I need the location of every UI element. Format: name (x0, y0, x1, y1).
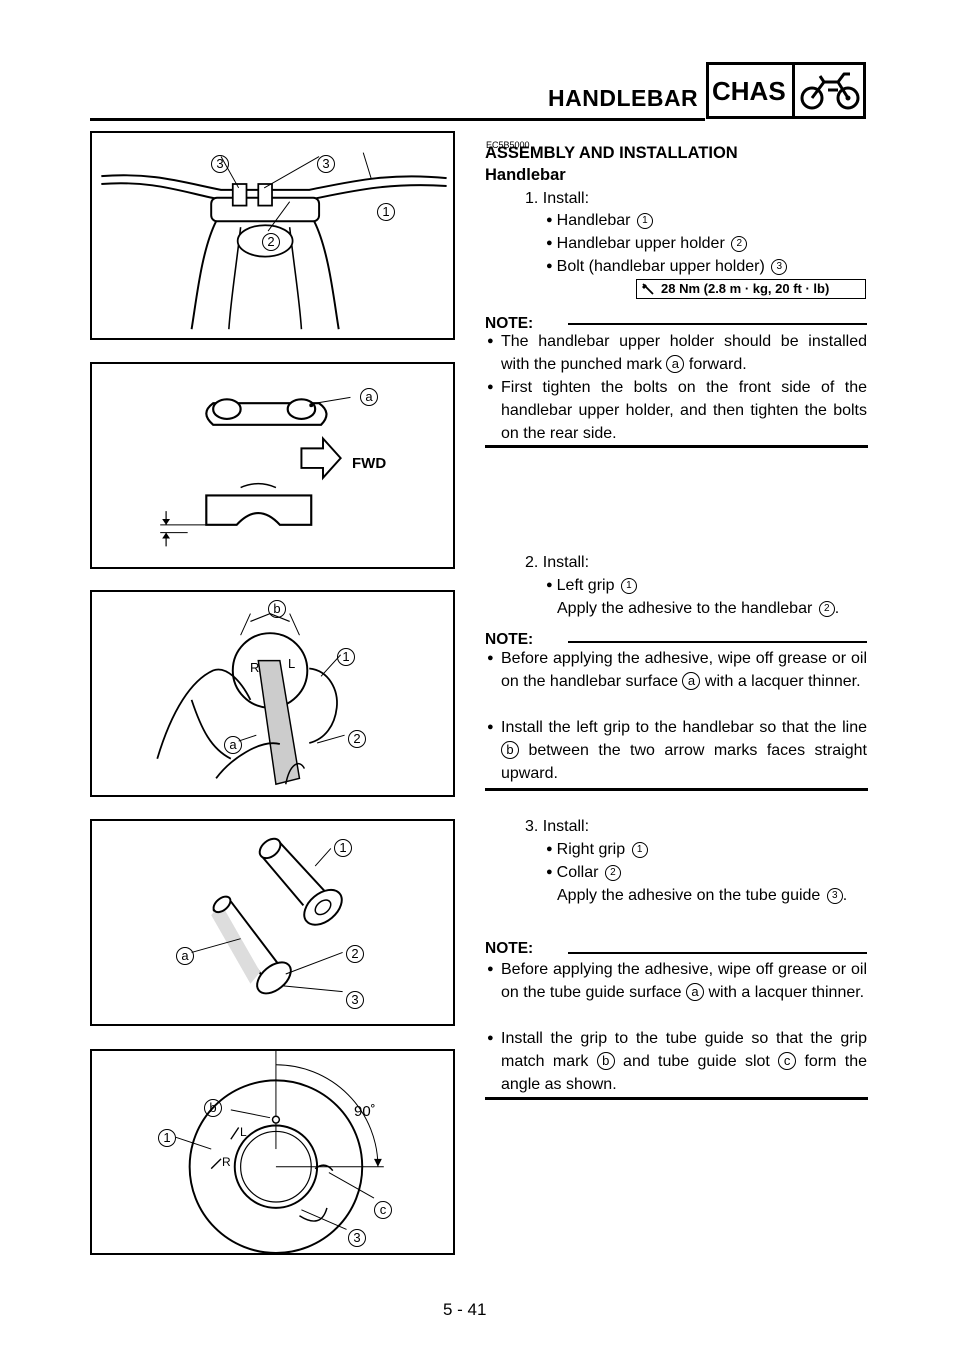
note-label: NOTE: (485, 631, 534, 648)
callout-a: a (360, 388, 378, 406)
callout-3: 3 (346, 991, 364, 1009)
chapter-badge (706, 62, 866, 119)
step-1-item: Handlebar 1 (546, 210, 653, 233)
callout-3-left: 3 (211, 155, 229, 173)
chapter-badge-divider (792, 62, 795, 119)
note-label: NOTE: (485, 940, 534, 957)
callout-1: 1 (158, 1129, 176, 1147)
callout-a: a (224, 736, 242, 754)
callout-2: 2 (346, 945, 364, 963)
step-1-item: Bolt (handlebar upper holder) 3 (546, 256, 788, 279)
callout-3-right: 3 (317, 155, 335, 173)
right-grip-illustration (191, 837, 343, 995)
upper-holder-illustration (160, 396, 351, 547)
step-1-item: Handlebar upper holder 2 (546, 233, 748, 256)
figure-handlebar-assembly: 3 3 1 2 (90, 131, 455, 340)
torque-spec: 28 Nm (2.8 m · kg, 20 ft · lb) (636, 279, 866, 299)
header-rule (90, 118, 705, 121)
figure-grip-angle: b 1 90˚ L R c 3 (90, 1049, 455, 1255)
note-end-rule (485, 445, 868, 448)
note-rule (568, 323, 867, 325)
chapter-label: CHAS (712, 76, 786, 106)
note-rule (568, 641, 867, 643)
step-1-label: 1. Install: (525, 190, 590, 207)
step-2-instruction: Apply the adhesive to the handlebar 2. (557, 600, 840, 617)
motorcycle-icon (800, 72, 860, 110)
fwd-label: FWD (352, 455, 387, 472)
torque-wrench-icon (642, 283, 654, 295)
angle-label: 90˚ (354, 1103, 376, 1120)
note-item: ●Install the grip to the tube guide so t… (487, 1030, 867, 1093)
step-2-item: Left grip 1 (546, 575, 637, 598)
step-3-instruction: Apply the adhesive on the tube guide 3. (557, 887, 848, 904)
callout-1: 1 (334, 839, 352, 857)
note-item: ●First tighten the bolts on the front si… (487, 379, 867, 442)
callout-2: 2 (262, 233, 280, 251)
right-mark: R (250, 660, 260, 675)
note-end-rule (485, 788, 868, 791)
page-title: HANDLEBAR (548, 85, 699, 111)
step-3-label: 3. Install: (525, 818, 590, 835)
note-rule (568, 952, 867, 954)
section-code: EC5B5000 (486, 140, 530, 150)
left-mark: L (240, 1125, 247, 1139)
left-mark: L (288, 656, 296, 671)
note-item: ●The handlebar upper holder should be in… (487, 333, 867, 373)
section-subtitle: Handlebar (485, 166, 566, 184)
note-label: NOTE: (485, 315, 534, 332)
callout-3: 3 (348, 1229, 366, 1247)
callout-c: c (374, 1201, 392, 1219)
callout-1: 1 (377, 203, 395, 221)
page-number: 5 - 41 (443, 1300, 487, 1319)
grip-angle-illustration (175, 1051, 384, 1253)
callout-b: b (268, 600, 286, 618)
left-grip-illustration (156, 612, 345, 786)
step-2-label: 2. Install: (525, 554, 590, 571)
figure-upper-holder: a FWD (90, 362, 455, 569)
callout-a: a (176, 947, 194, 965)
note-item: ●Install the left grip to the handlebar … (487, 719, 867, 782)
figure-left-grip: b R L 1 a 2 (90, 590, 455, 797)
handlebar-illustration (101, 152, 447, 330)
right-mark: R (222, 1155, 231, 1169)
figure-right-grip: 1 a 2 3 (90, 819, 455, 1026)
callout-b: b (204, 1099, 222, 1117)
section-title: ASSEMBLY AND INSTALLATION (485, 144, 738, 162)
note-item: ●Before applying the adhesive, wipe off … (487, 961, 867, 1001)
torque-value: 28 Nm (2.8 m · kg, 20 ft · lb) (661, 281, 830, 296)
note-end-rule (485, 1097, 868, 1100)
step-3-item: Right grip 1 (546, 839, 648, 862)
step-3-item: Collar 2 (546, 862, 621, 885)
callout-2: 2 (348, 730, 366, 748)
note-item: ●Before applying the adhesive, wipe off … (487, 650, 867, 690)
callout-1: 1 (337, 648, 355, 666)
